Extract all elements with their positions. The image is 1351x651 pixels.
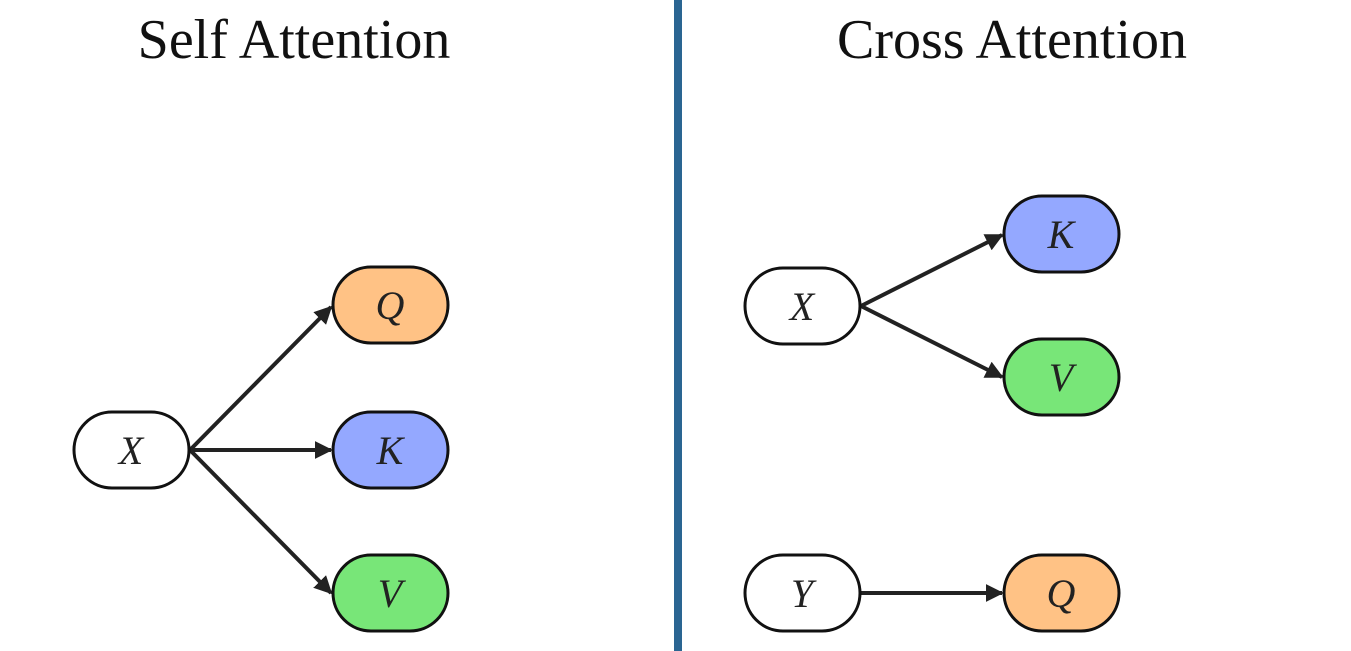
cross-attention-title: Cross Attention: [837, 9, 1187, 71]
self-node-q-label: Q: [376, 283, 405, 328]
self-node-x-label: X: [117, 428, 145, 473]
edge-self-x-to-v: [188, 448, 333, 595]
self-node-q: Q: [331, 265, 450, 345]
self-node-v: V: [331, 553, 450, 633]
cross-node-y-label: Y: [791, 571, 817, 616]
cross-node-v-label: V: [1049, 355, 1078, 400]
self-node-v-label: V: [378, 571, 407, 616]
panel-divider: [674, 0, 682, 651]
self-node-x: X: [72, 410, 191, 490]
cross-attention-panel: Cross Attention X Y K V Q: [743, 9, 1187, 633]
self-attention-panel: Self Attention X Q K V: [72, 9, 451, 633]
edge-cross-x-to-v: [860, 304, 1004, 379]
cross-node-k-label: K: [1047, 212, 1077, 257]
self-node-k-label: K: [376, 428, 406, 473]
edge-cross-x-to-k: [860, 233, 1004, 308]
edge-self-x-to-q: [188, 305, 333, 452]
cross-node-x: X: [743, 266, 862, 346]
self-attention-title: Self Attention: [138, 9, 451, 71]
cross-node-k: K: [1002, 194, 1121, 274]
cross-node-x-label: X: [788, 284, 816, 329]
cross-node-v: V: [1002, 337, 1121, 417]
cross-node-q: Q: [1002, 553, 1121, 633]
self-node-k: K: [331, 410, 450, 490]
cross-node-y: Y: [743, 553, 862, 633]
cross-node-q-label: Q: [1047, 571, 1076, 616]
